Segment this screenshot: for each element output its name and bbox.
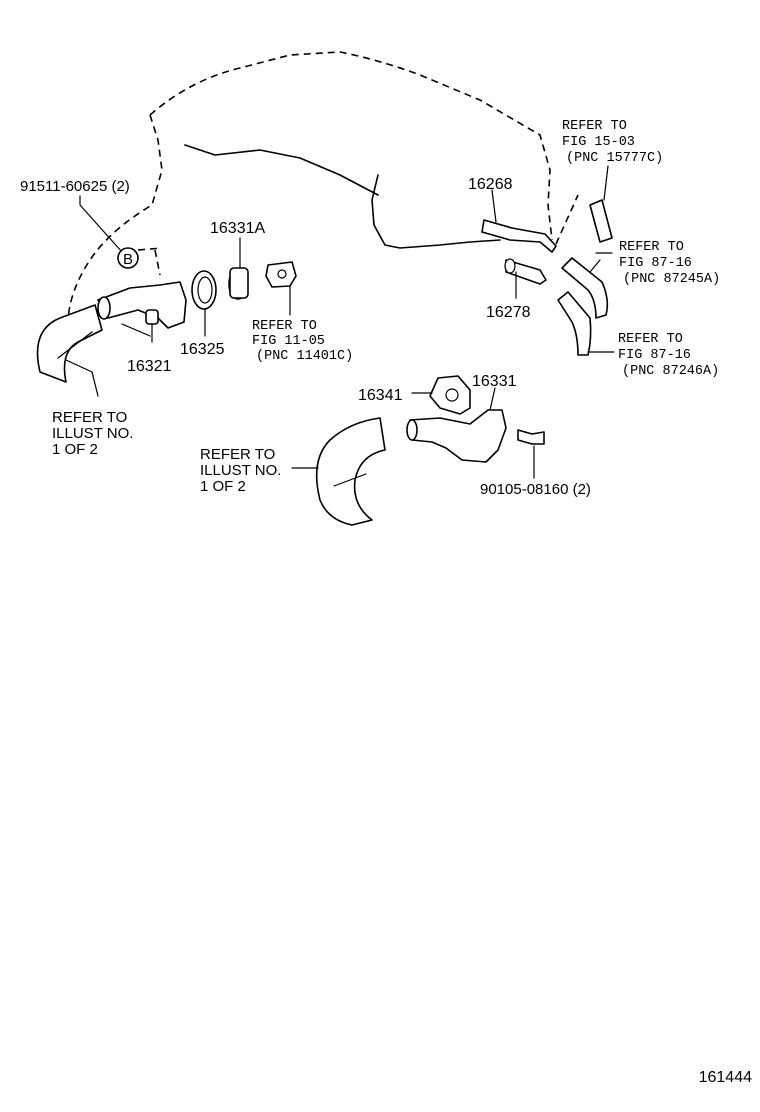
svg-text:REFER TO: REFER TO xyxy=(562,119,627,134)
label-16268: 16268 xyxy=(468,176,513,193)
svg-text:REFER TO: REFER TO xyxy=(619,240,684,255)
ref-fig-11-05: REFER TO FIG 11-05 (PNC 11401C) xyxy=(252,319,353,364)
ref-fig-15-03: REFER TO FIG 15-03 (PNC 15777C) xyxy=(562,119,663,166)
svg-text:1 OF 2: 1 OF 2 xyxy=(52,441,98,458)
callout-b-letter: B xyxy=(123,251,133,268)
part-16331A-thermostat xyxy=(228,237,249,300)
svg-text:REFER TO: REFER TO xyxy=(618,332,683,347)
part-16325-gasket xyxy=(191,270,217,337)
svg-text:REFER TO: REFER TO xyxy=(252,319,317,334)
engine-outline xyxy=(67,51,553,321)
label-91511-60625: 91511-60625 (2) xyxy=(20,178,130,195)
label-16321: 16321 xyxy=(127,358,172,375)
svg-text:REFER TO: REFER TO xyxy=(52,409,127,426)
callout-b: B xyxy=(79,195,163,269)
middle-hose xyxy=(291,417,386,526)
part-16321-water-inlet xyxy=(97,281,187,343)
svg-text:FIG 11-05: FIG 11-05 xyxy=(252,334,325,349)
svg-text:FIG 87-16: FIG 87-16 xyxy=(619,256,692,271)
part-90105-bolt xyxy=(517,429,545,479)
left-hose xyxy=(36,304,103,397)
label-90105-08160: 90105-08160 (2) xyxy=(480,481,591,498)
label-16325: 16325 xyxy=(180,341,225,358)
thermostat-housing-ref xyxy=(265,261,297,316)
ref-illust-left: REFER TO ILLUST NO. 1 OF 2 xyxy=(52,409,133,458)
part-16331-water-outlet xyxy=(406,387,507,463)
svg-text:ILLUST NO.: ILLUST NO. xyxy=(200,462,281,479)
svg-text:FIG 87-16: FIG 87-16 xyxy=(618,348,691,363)
svg-text:(PNC 87246A): (PNC 87246A) xyxy=(622,364,719,379)
svg-text:1 OF 2: 1 OF 2 xyxy=(200,478,246,495)
label-16278: 16278 xyxy=(486,304,531,321)
svg-text:FIG 15-03: FIG 15-03 xyxy=(562,135,635,150)
illustration-number: 161444 xyxy=(699,1069,752,1086)
ref-fig-87-16-87246A: REFER TO FIG 87-16 (PNC 87246A) xyxy=(618,332,719,379)
svg-text:(PNC 87245A): (PNC 87245A) xyxy=(623,272,720,287)
part-16278-pipe xyxy=(504,258,547,299)
label-16331: 16331 xyxy=(472,373,517,390)
svg-text:(PNC 11401C): (PNC 11401C) xyxy=(256,349,353,364)
part-16341-gasket xyxy=(411,375,471,415)
leader-16321 xyxy=(121,323,151,337)
ref-illust-mid: REFER TO ILLUST NO. 1 OF 2 xyxy=(200,446,281,495)
svg-text:REFER TO: REFER TO xyxy=(200,446,275,463)
ref-fig-87-16-87245A: REFER TO FIG 87-16 (PNC 87245A) xyxy=(619,240,720,287)
label-16341: 16341 xyxy=(358,387,403,404)
part-16268-pipe xyxy=(481,189,579,253)
label-16331A: 16331A xyxy=(210,220,265,237)
right-hoses xyxy=(557,165,615,356)
svg-text:(PNC 15777C): (PNC 15777C) xyxy=(566,151,663,166)
svg-text:ILLUST NO.: ILLUST NO. xyxy=(52,425,133,442)
